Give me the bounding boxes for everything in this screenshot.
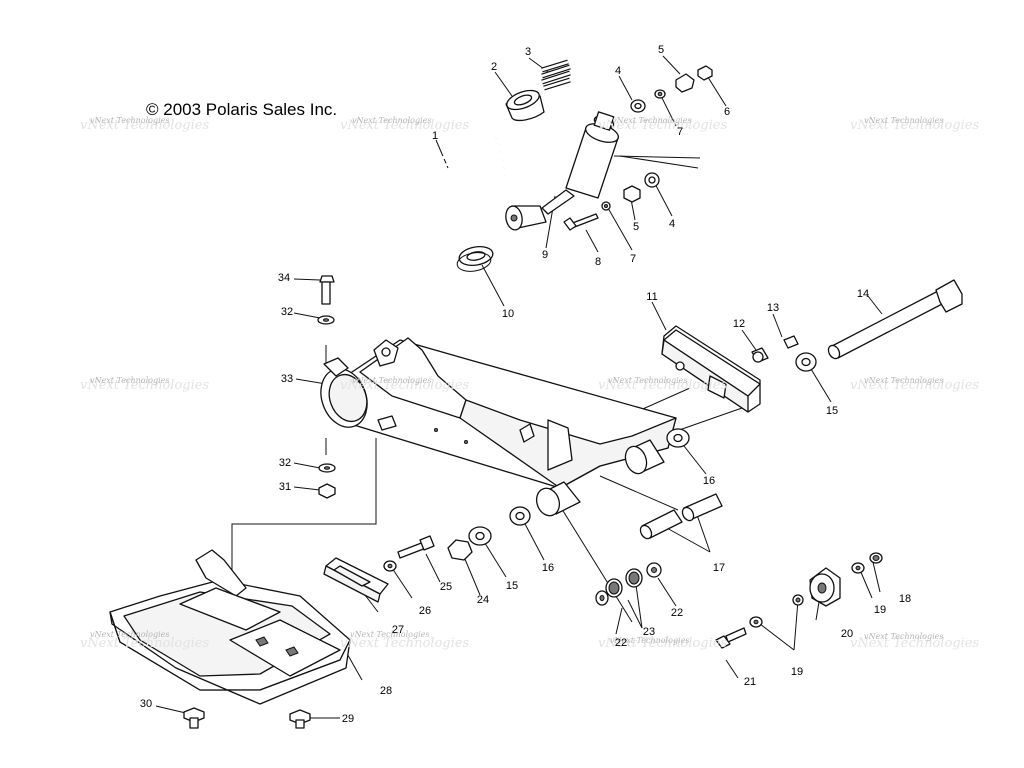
callout-16: 16: [541, 562, 555, 574]
callout-21: 21: [743, 676, 757, 688]
lower-washers: [383, 506, 531, 572]
callout-22: 22: [614, 637, 628, 649]
callout-34: 34: [277, 272, 291, 284]
shock-absorber: [505, 111, 620, 231]
callout-8: 8: [594, 256, 602, 268]
callout-12: 12: [732, 318, 746, 330]
bump-stop: [456, 246, 494, 272]
leader-lines: [155, 55, 883, 719]
swing-arm: [320, 337, 677, 517]
callout-14: 14: [856, 288, 870, 300]
rear-bumper: [109, 549, 351, 705]
roller-hardware: [715, 552, 883, 649]
callout-16: 16: [702, 475, 716, 487]
callout-28: 28: [379, 685, 393, 697]
callout-5: 5: [657, 44, 665, 56]
small-spring: [541, 59, 571, 91]
callout-6: 6: [723, 106, 731, 118]
left-hardware: [317, 275, 336, 499]
coil-spring: [427, 136, 508, 200]
callout-15: 15: [825, 405, 839, 417]
callout-3: 3: [524, 46, 532, 58]
callout-4: 4: [614, 65, 622, 77]
callout-32: 32: [280, 306, 294, 318]
bracket: [661, 325, 761, 413]
callout-31: 31: [278, 481, 292, 493]
callout-17: 17: [712, 562, 726, 574]
callout-22: 22: [670, 607, 684, 619]
callout-10: 10: [501, 308, 515, 320]
callout-20: 20: [840, 628, 854, 640]
callout-27: 27: [391, 624, 405, 636]
right-hardware: [666, 279, 963, 448]
callout-11: 11: [646, 291, 658, 303]
callout-25: 25: [439, 581, 453, 593]
callout-19: 19: [873, 604, 887, 616]
callout-33: 33: [280, 373, 294, 385]
callout-1: 1: [431, 130, 439, 142]
callout-7: 7: [629, 253, 637, 265]
copyright-notice: © 2003 Polaris Sales Inc.: [146, 100, 338, 119]
center-hardware: [595, 562, 662, 606]
callout-19: 19: [790, 666, 804, 678]
callout-29: 29: [341, 713, 355, 725]
callout-32: 32: [278, 457, 292, 469]
shock-hardware: [563, 65, 713, 231]
hitch-bracket: [323, 557, 389, 603]
callout-7: 7: [676, 126, 684, 138]
callout-24: 24: [476, 594, 490, 606]
callout-18: 18: [898, 593, 912, 605]
callout-5: 5: [632, 221, 640, 233]
callout-15: 15: [505, 580, 519, 592]
callout-13: 13: [766, 302, 780, 314]
callout-30: 30: [139, 698, 153, 710]
spring-seat: [505, 89, 545, 122]
callout-26: 26: [418, 605, 432, 617]
bottom-bolts: [183, 707, 311, 729]
callout-9: 9: [541, 249, 549, 261]
callout-23: 23: [642, 626, 656, 638]
callout-2: 2: [490, 61, 498, 73]
pivot-bushings: [639, 493, 723, 540]
callout-4: 4: [668, 218, 676, 230]
